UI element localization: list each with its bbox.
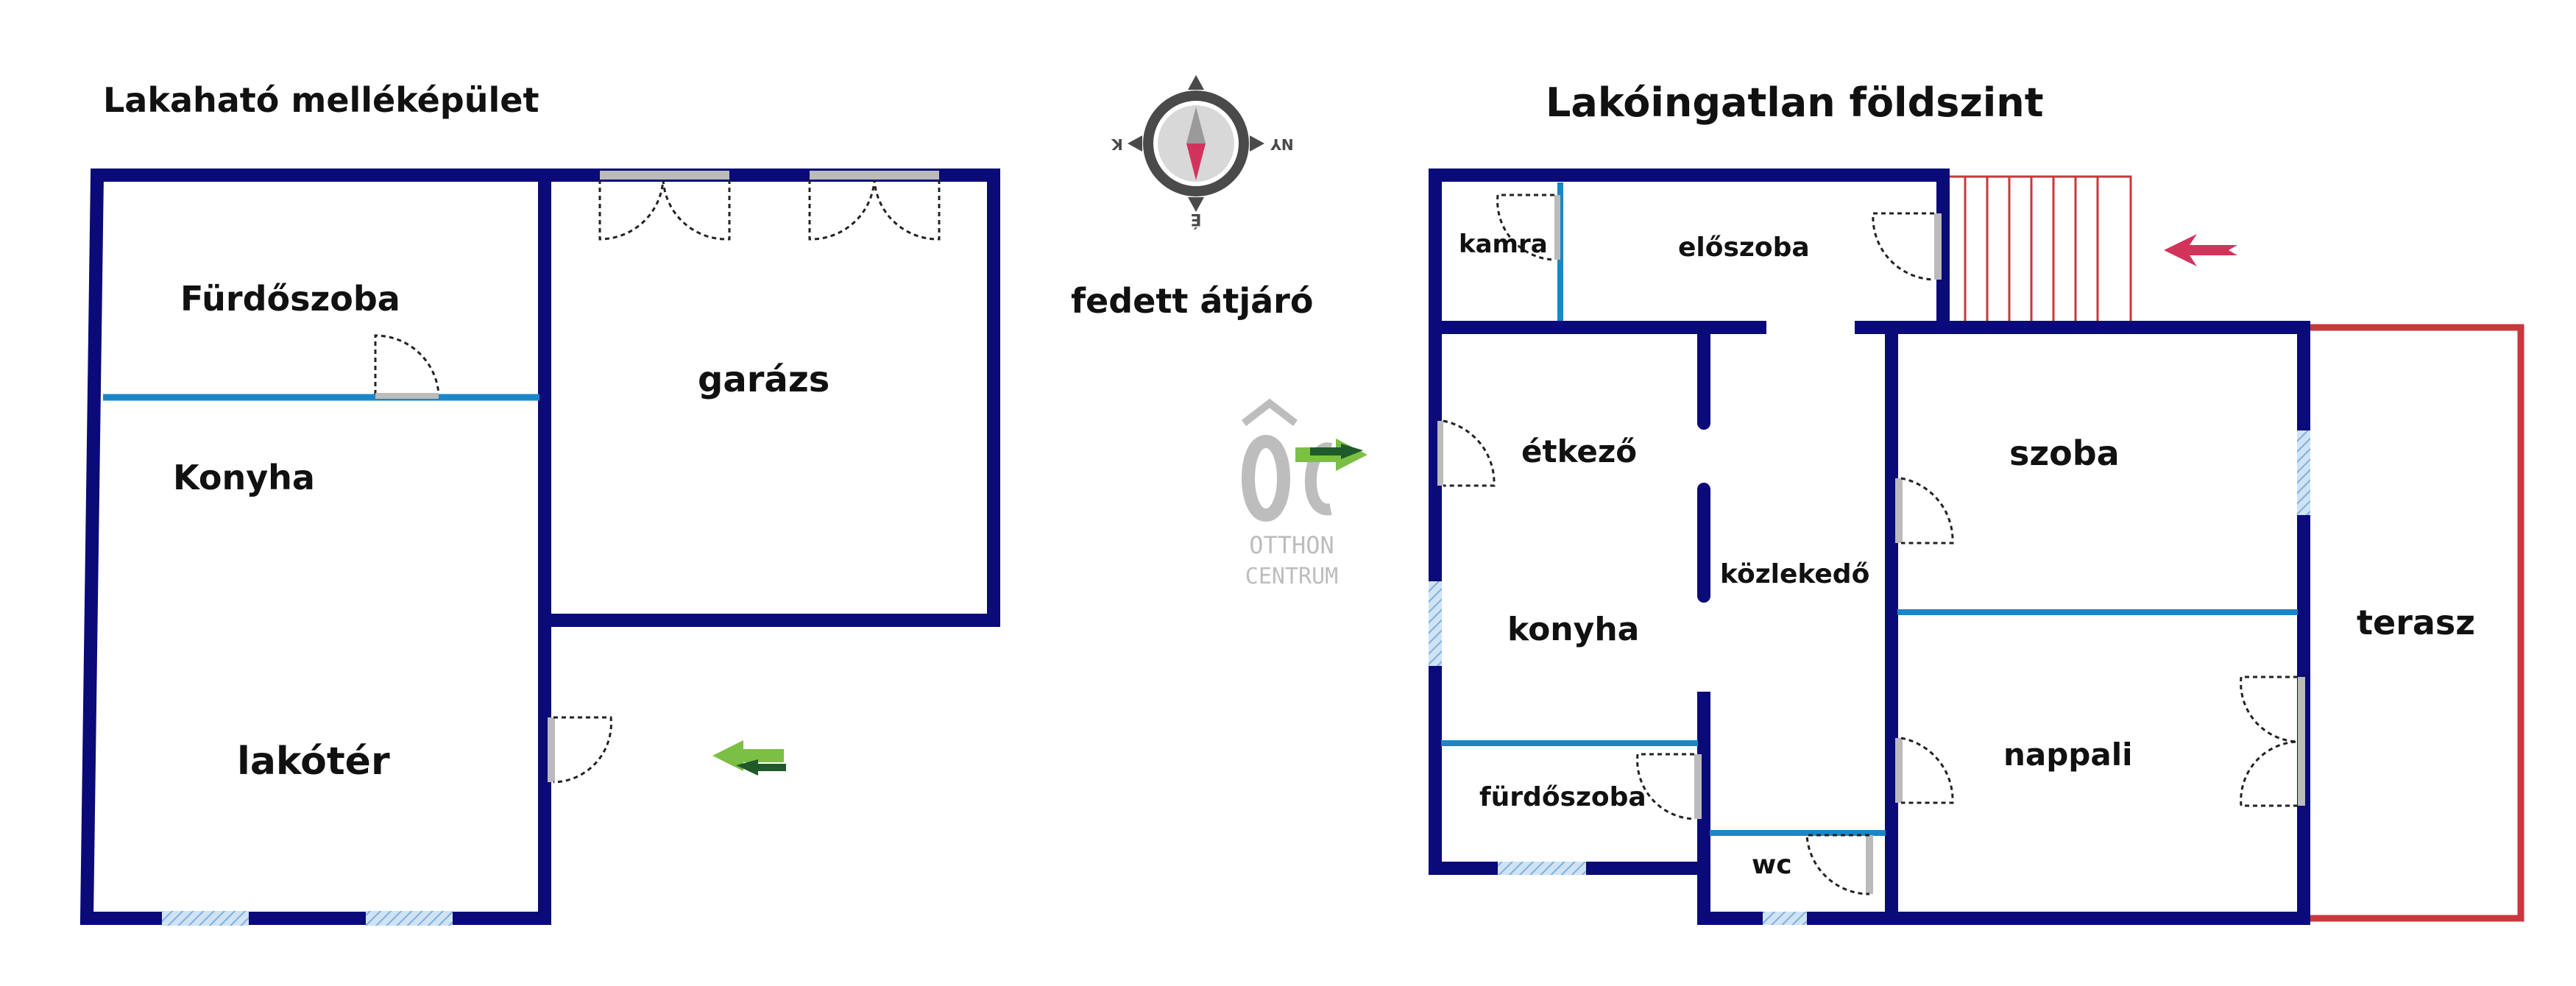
compass-needle-south bbox=[1186, 143, 1206, 180]
dining-door bbox=[1437, 419, 1496, 487]
compass-west: NY bbox=[1270, 135, 1294, 153]
window bbox=[1498, 862, 1586, 875]
room-label-room: szoba bbox=[2009, 433, 2120, 473]
stairs bbox=[1942, 175, 2132, 329]
room-label-living: nappali bbox=[2003, 737, 2133, 773]
terrace-double-door bbox=[2240, 675, 2305, 807]
room-label-bathroom: fürdőszoba bbox=[1479, 782, 1646, 812]
window bbox=[2297, 430, 2310, 515]
room-label-kitchen: Konyha bbox=[173, 458, 315, 497]
room-label-terrace: terasz bbox=[2357, 603, 2475, 642]
compass-needle-north bbox=[1186, 107, 1206, 143]
room-label-wc: wc bbox=[1752, 850, 1792, 880]
bathroom-door bbox=[374, 334, 440, 399]
room-label-corridor: közlekedő bbox=[1720, 559, 1869, 589]
garage-wall bbox=[545, 169, 1000, 627]
logo-line1: OTTHON bbox=[1249, 531, 1334, 559]
pantry-door bbox=[1496, 194, 1560, 261]
passage-label: fedett átjáró bbox=[1071, 281, 1313, 321]
compass: É K NY bbox=[1111, 75, 1294, 229]
logo-line2: CENTRUM bbox=[1245, 564, 1338, 589]
compass-east: K bbox=[1111, 135, 1123, 153]
room-label-pantry: kamra bbox=[1459, 230, 1548, 259]
room-label-living: lakótér bbox=[237, 740, 390, 784]
outbuilding-title: Lakaható melléképület bbox=[103, 80, 539, 120]
room-label-bathroom: Fürdőszoba bbox=[180, 279, 400, 319]
main-house-title: Lakóingatlan földszint bbox=[1546, 79, 2044, 126]
front-door bbox=[1872, 212, 1942, 281]
passage-arrow bbox=[1295, 439, 1367, 471]
room-label-garage: garázs bbox=[698, 359, 829, 400]
window bbox=[366, 911, 453, 926]
house-outer-wall-left bbox=[1429, 327, 1704, 875]
otthon-centrum-logo: OTTHON CENTRUM bbox=[1241, 398, 1338, 589]
house-entrance-arrow bbox=[2164, 234, 2237, 266]
terrace-outline bbox=[2304, 324, 2524, 922]
window bbox=[1763, 912, 1807, 925]
entrance-door bbox=[548, 716, 612, 784]
compass-north: É bbox=[1190, 210, 1201, 229]
wc-door bbox=[1805, 834, 1873, 895]
house-outer-wall-right bbox=[1697, 321, 2310, 925]
garage-door-right bbox=[808, 171, 941, 241]
window bbox=[1429, 581, 1442, 666]
room-label-hall: előszoba bbox=[1678, 233, 1810, 263]
room-label-kitchen: konyha bbox=[1507, 611, 1639, 648]
outbuilding: Fürdőszoba Konyha garázs lakótér bbox=[79, 169, 1000, 926]
outbuilding-outer-wall bbox=[79, 169, 551, 925]
entrance-arrow bbox=[712, 740, 786, 776]
room-door bbox=[1895, 477, 1954, 545]
window bbox=[162, 911, 249, 926]
living-door bbox=[1895, 737, 1954, 804]
main-house: kamra előszoba étkező közlekedő konyha f… bbox=[1429, 169, 2524, 925]
bathroom-door-house bbox=[1636, 753, 1702, 820]
garage-door-left bbox=[598, 171, 731, 241]
room-label-dining: étkező bbox=[1521, 433, 1637, 469]
